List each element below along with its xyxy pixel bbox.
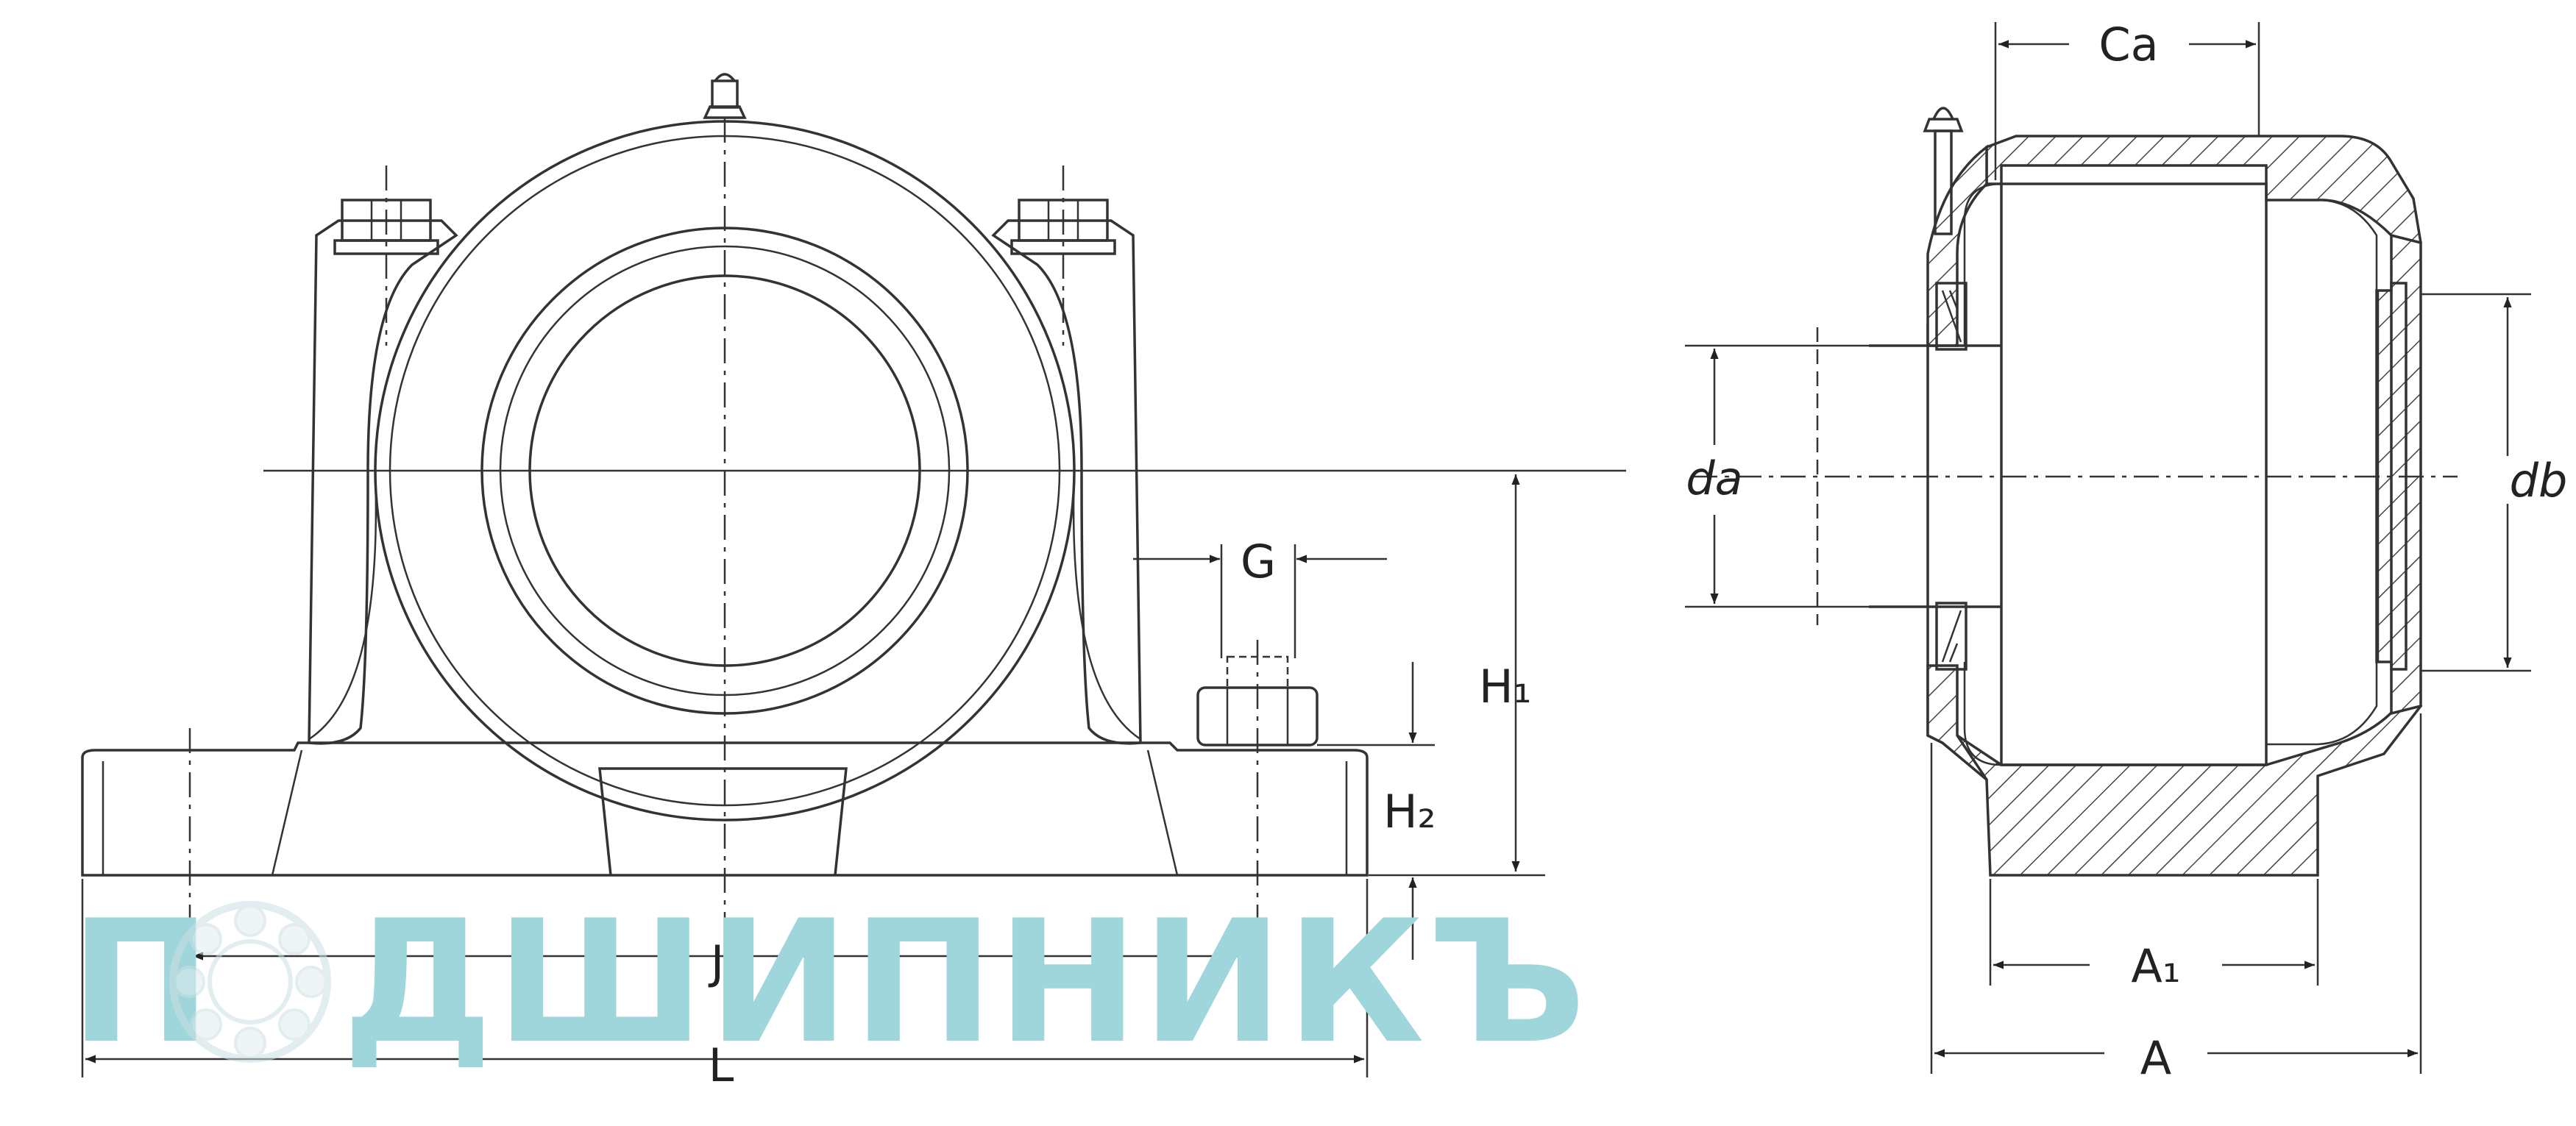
fillet-left (308, 470, 377, 741)
label-a1: A₁ (2131, 939, 2180, 993)
housing-section-right (2375, 233, 2422, 716)
label-l: L (709, 1038, 734, 1092)
watermark-text: ДШИПНИКЪ (342, 885, 1589, 1081)
label-ca: Ca (2098, 18, 2158, 71)
section-view: Ca da db A₁ A (1685, 18, 2567, 1085)
grease-nipple-icon (703, 73, 747, 119)
label-g: G (1241, 535, 1276, 588)
fillet-right (1072, 470, 1141, 741)
seal-bottom-icon (1935, 602, 1968, 671)
lower-support (598, 767, 848, 876)
label-a: A (2140, 1031, 2171, 1085)
watermark-logo: П ДШИПНИКЪ (70, 885, 1589, 1081)
base-plate (81, 741, 1369, 877)
foot-left-line (271, 749, 303, 876)
front-view: G H₁ H₂ J L (81, 73, 1626, 1092)
seal-bottom-hatch (1926, 664, 1988, 781)
housing-section-top (1985, 135, 2422, 256)
seal-top-hatch (1926, 144, 1988, 347)
chamber-top-left (1963, 182, 2002, 346)
seal-top-icon (1935, 282, 1968, 351)
label-h2: H₂ (1383, 785, 1436, 838)
housing-body-right (991, 219, 1142, 745)
label-j: J (708, 936, 724, 989)
bearing-outer-ring (2000, 182, 2268, 766)
bearing-chamber (2266, 199, 2378, 746)
label-h1: H₁ (1479, 660, 1531, 713)
watermark-bearing-icon (169, 901, 331, 1063)
foot-right-line (1146, 749, 1179, 876)
section-grease-nipple-icon (1923, 107, 1964, 235)
label-db: db (2510, 454, 2568, 507)
chamber-bottom-left (1963, 662, 2002, 766)
label-da: da (1686, 452, 1742, 505)
housing-body (308, 219, 458, 745)
housing-section-bottom (1940, 693, 2423, 877)
